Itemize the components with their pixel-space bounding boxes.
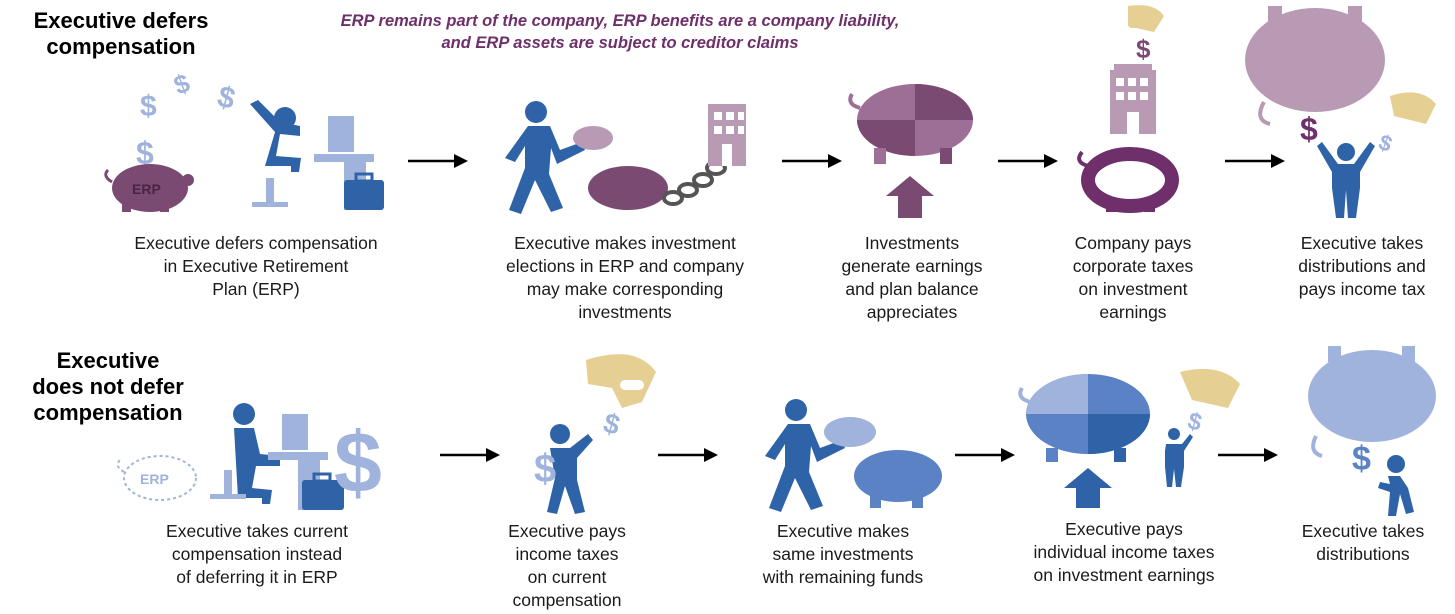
arrow-bottom-3 (955, 448, 1015, 462)
upside-down-piggy-icon (1245, 6, 1385, 126)
puzzle-piggy-icon (848, 84, 973, 164)
bottom-step2-illustration: $ $ (534, 354, 656, 514)
dashed-piggy-icon (116, 455, 197, 501)
bottom-step4-caption: Executive pays individual income taxes o… (1033, 519, 1215, 585)
arrow-top-2 (782, 154, 842, 168)
hand-icon (1180, 368, 1240, 408)
svg-text:$: $ (534, 447, 556, 491)
dollar-sign-icon: $ (600, 407, 623, 441)
top-step5-illustration: $ $ (1245, 6, 1436, 218)
paying-executive-icon: $ (534, 424, 593, 514)
dollar-sign-icon: $ (1375, 129, 1395, 157)
building-icon (708, 104, 746, 166)
hand-icon (1390, 92, 1436, 124)
bottom-row-title: Executive does not defer compensation (32, 348, 184, 425)
hand-icon (1128, 5, 1164, 33)
chain-icon (662, 160, 727, 206)
walking-executive-icon (505, 101, 585, 214)
small-person-icon (1165, 428, 1193, 487)
top-step5-caption: Executive takes distributions and pays i… (1298, 233, 1426, 299)
dollar-sign-icon: $ (1185, 407, 1206, 437)
svg-text:$: $ (170, 67, 194, 100)
executive-desk-icon (250, 100, 384, 210)
svg-text:$: $ (136, 135, 154, 171)
top-step3-illustration (848, 84, 973, 218)
top-step1-caption: Executive defers compensation in Executi… (134, 233, 378, 299)
walking-executive-icon (765, 399, 845, 512)
building-icon (1110, 64, 1156, 134)
empty-piggy-icon (1077, 147, 1179, 213)
executive-desk-icon (210, 403, 344, 510)
upside-down-piggy-icon (1308, 346, 1436, 458)
top-step3-caption: Investments generate earnings and plan b… (841, 233, 983, 322)
bottom-step3-caption: Executive makes same investments with re… (762, 521, 924, 587)
arrow-top-1 (408, 154, 468, 168)
top-step1-illustration: $ $ $ $ ERP (104, 67, 384, 212)
top-step2-caption: Executive makes investment elections in … (505, 233, 744, 322)
top-banner: ERP remains part of the company, ERP ben… (340, 12, 900, 52)
puzzle-piggy-icon (573, 126, 668, 210)
bottom-step3-illustration (765, 399, 942, 512)
top-step4-illustration: $ (1077, 5, 1179, 213)
arrow-top-3 (998, 154, 1058, 168)
bottom-step1-caption: Executive takes current compensation ins… (166, 521, 348, 587)
up-arrow-icon (886, 176, 934, 218)
hand-icon (586, 354, 656, 408)
piggy-bank-icon (104, 164, 194, 212)
puzzle-piggy-icon (1018, 374, 1150, 462)
bottom-step2-caption: Executive pays income taxes on current c… (508, 521, 626, 610)
piggy-erp-label: ERP (132, 181, 161, 197)
dollar-sign-icon: $ $ $ $ (136, 67, 239, 171)
arrow-bottom-2 (658, 448, 718, 462)
top-step4-caption: Company pays corporate taxes on investme… (1072, 233, 1194, 322)
dollar-sign-icon: $ (1136, 34, 1151, 64)
dollar-sign-icon: $ (1352, 440, 1371, 478)
bottom-step5-caption: Executive takes distributions (1301, 521, 1425, 564)
piggy-erp-label: ERP (140, 471, 169, 487)
cheering-person-icon (1317, 142, 1375, 218)
puzzle-piggy-icon (824, 417, 942, 508)
svg-text:$: $ (214, 80, 239, 116)
dollar-sign-icon: $ (334, 415, 382, 511)
top-step2-illustration (505, 101, 746, 214)
bottom-step1-illustration: ERP $ (116, 403, 382, 511)
dollar-sign-icon: $ (1300, 111, 1318, 147)
top-row-title: Executive defers compensation (33, 8, 209, 59)
bottom-step5-illustration: $ (1308, 346, 1436, 516)
arrow-bottom-1 (440, 448, 500, 462)
svg-text:$: $ (140, 90, 157, 123)
arrow-top-4 (1225, 154, 1285, 168)
arrow-bottom-4 (1218, 448, 1278, 462)
up-arrow-icon (1064, 468, 1112, 508)
carrying-person-icon (1378, 455, 1414, 516)
bottom-step4-illustration: $ (1018, 368, 1240, 508)
